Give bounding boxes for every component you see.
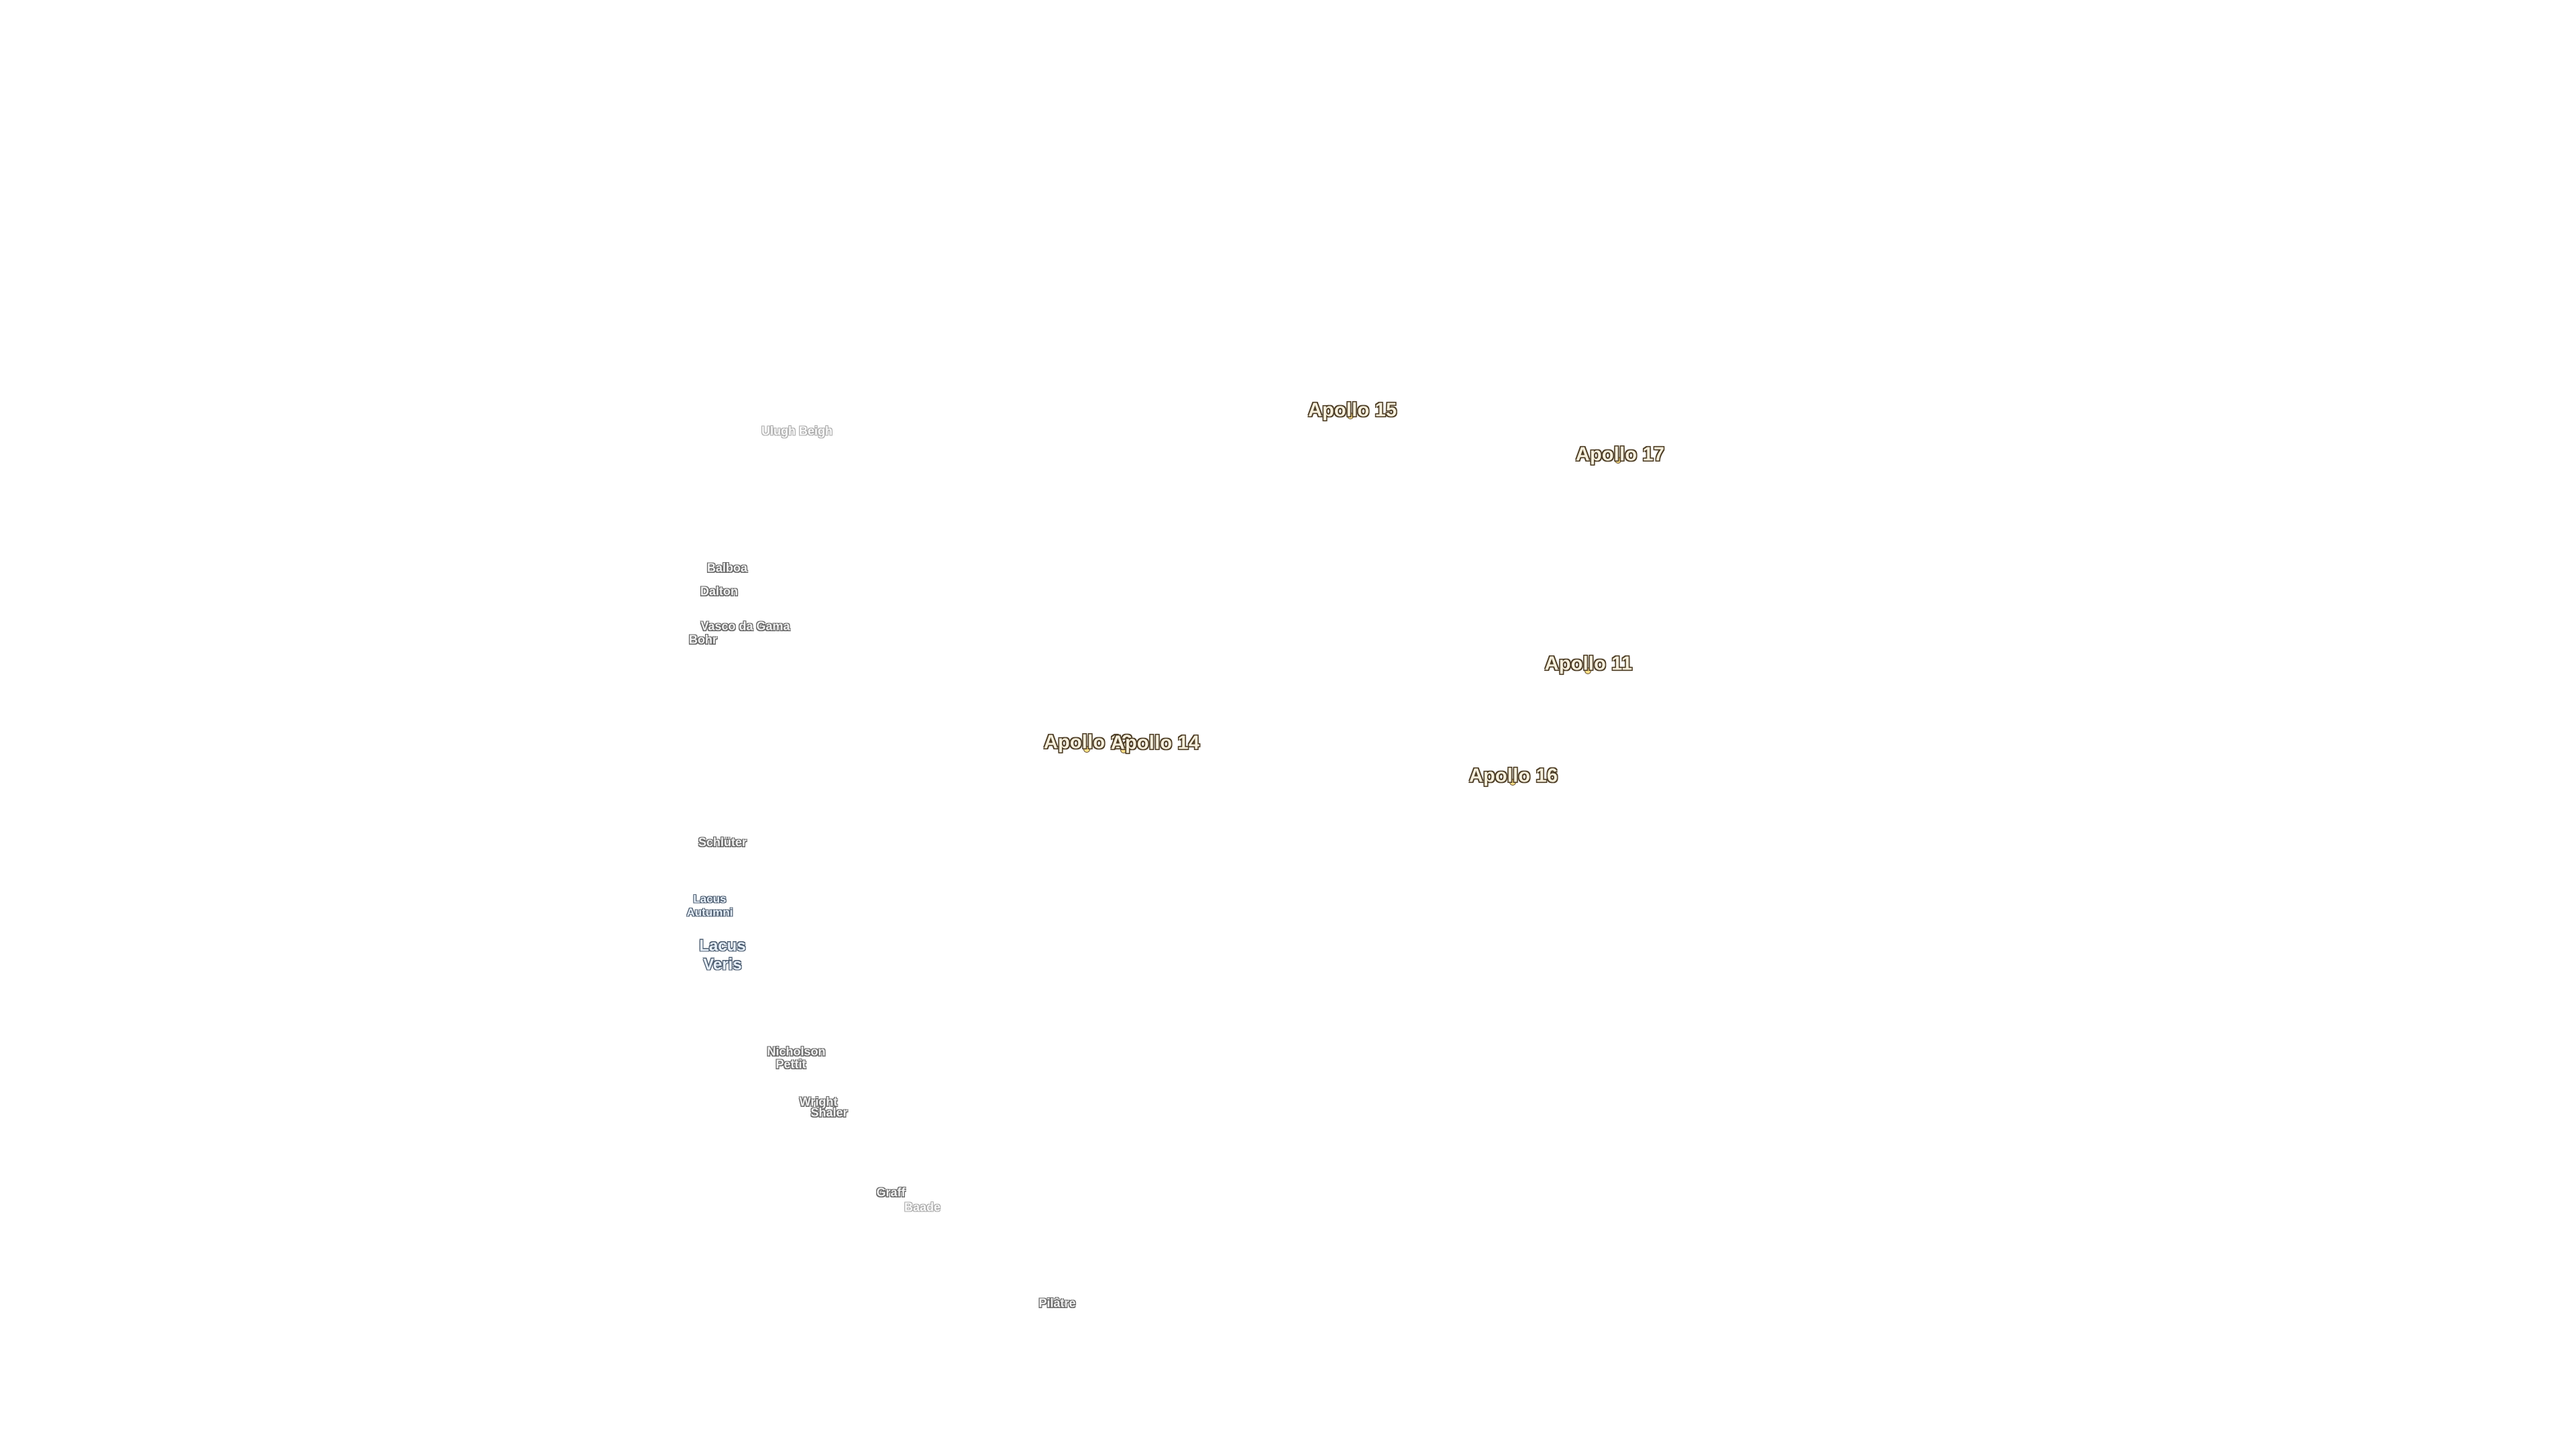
crater-dalton[interactable]: Dalton [700,584,738,598]
apollo-17-marker[interactable] [1615,457,1621,464]
lacus-autumni-line1: Lacus [693,892,727,906]
crater-baade[interactable]: Baade [904,1200,941,1214]
apollo-12-label[interactable]: Apollo 12 [1043,731,1133,753]
crater-nicholson[interactable]: Nicholson [767,1044,826,1059]
crater-pettit[interactable]: Pettit [775,1057,806,1071]
apollo-14-marker[interactable] [1120,747,1127,753]
apollo-15-label[interactable]: Apollo 15 [1307,399,1397,421]
lacus-veris-line2: Veris [703,955,742,973]
crater-schluter[interactable]: Schlüter [698,835,747,849]
apollo-17-label[interactable]: Apollo 17 [1575,443,1665,466]
crater-wright[interactable]: Wright [799,1095,838,1109]
lacus-veris-label[interactable]: Lacus Veris [699,936,745,973]
apollo-15-marker[interactable] [1347,413,1354,419]
crater-ulugh-beigh[interactable]: Ulugh Beigh [761,424,833,438]
apollo-11-label[interactable]: Apollo 11 [1544,653,1633,675]
crater-shaler[interactable]: Shaler [810,1106,848,1120]
apollo-11-marker[interactable] [1585,667,1591,674]
apollo-12-marker[interactable] [1083,746,1090,753]
crater-bohr[interactable]: Bohr [689,633,717,647]
apollo-16-marker[interactable] [1509,779,1516,786]
apollo-14-label[interactable]: Apollo 14 [1110,732,1200,754]
crater-balboa[interactable]: Balboa [706,561,748,575]
lacus-veris-line1: Lacus [699,936,746,955]
apollo-16-label[interactable]: Apollo 16 [1468,765,1558,787]
crater-vasco-da-gama[interactable]: Vasco da Gama [700,619,790,633]
lacus-autumni-label[interactable]: Lacus Autumni [687,892,733,918]
crater-pilatre[interactable]: Pilâtre [1038,1296,1076,1310]
crater-graff[interactable]: Graff [876,1185,906,1199]
lacus-autumni-line2: Autumni [686,906,733,918]
